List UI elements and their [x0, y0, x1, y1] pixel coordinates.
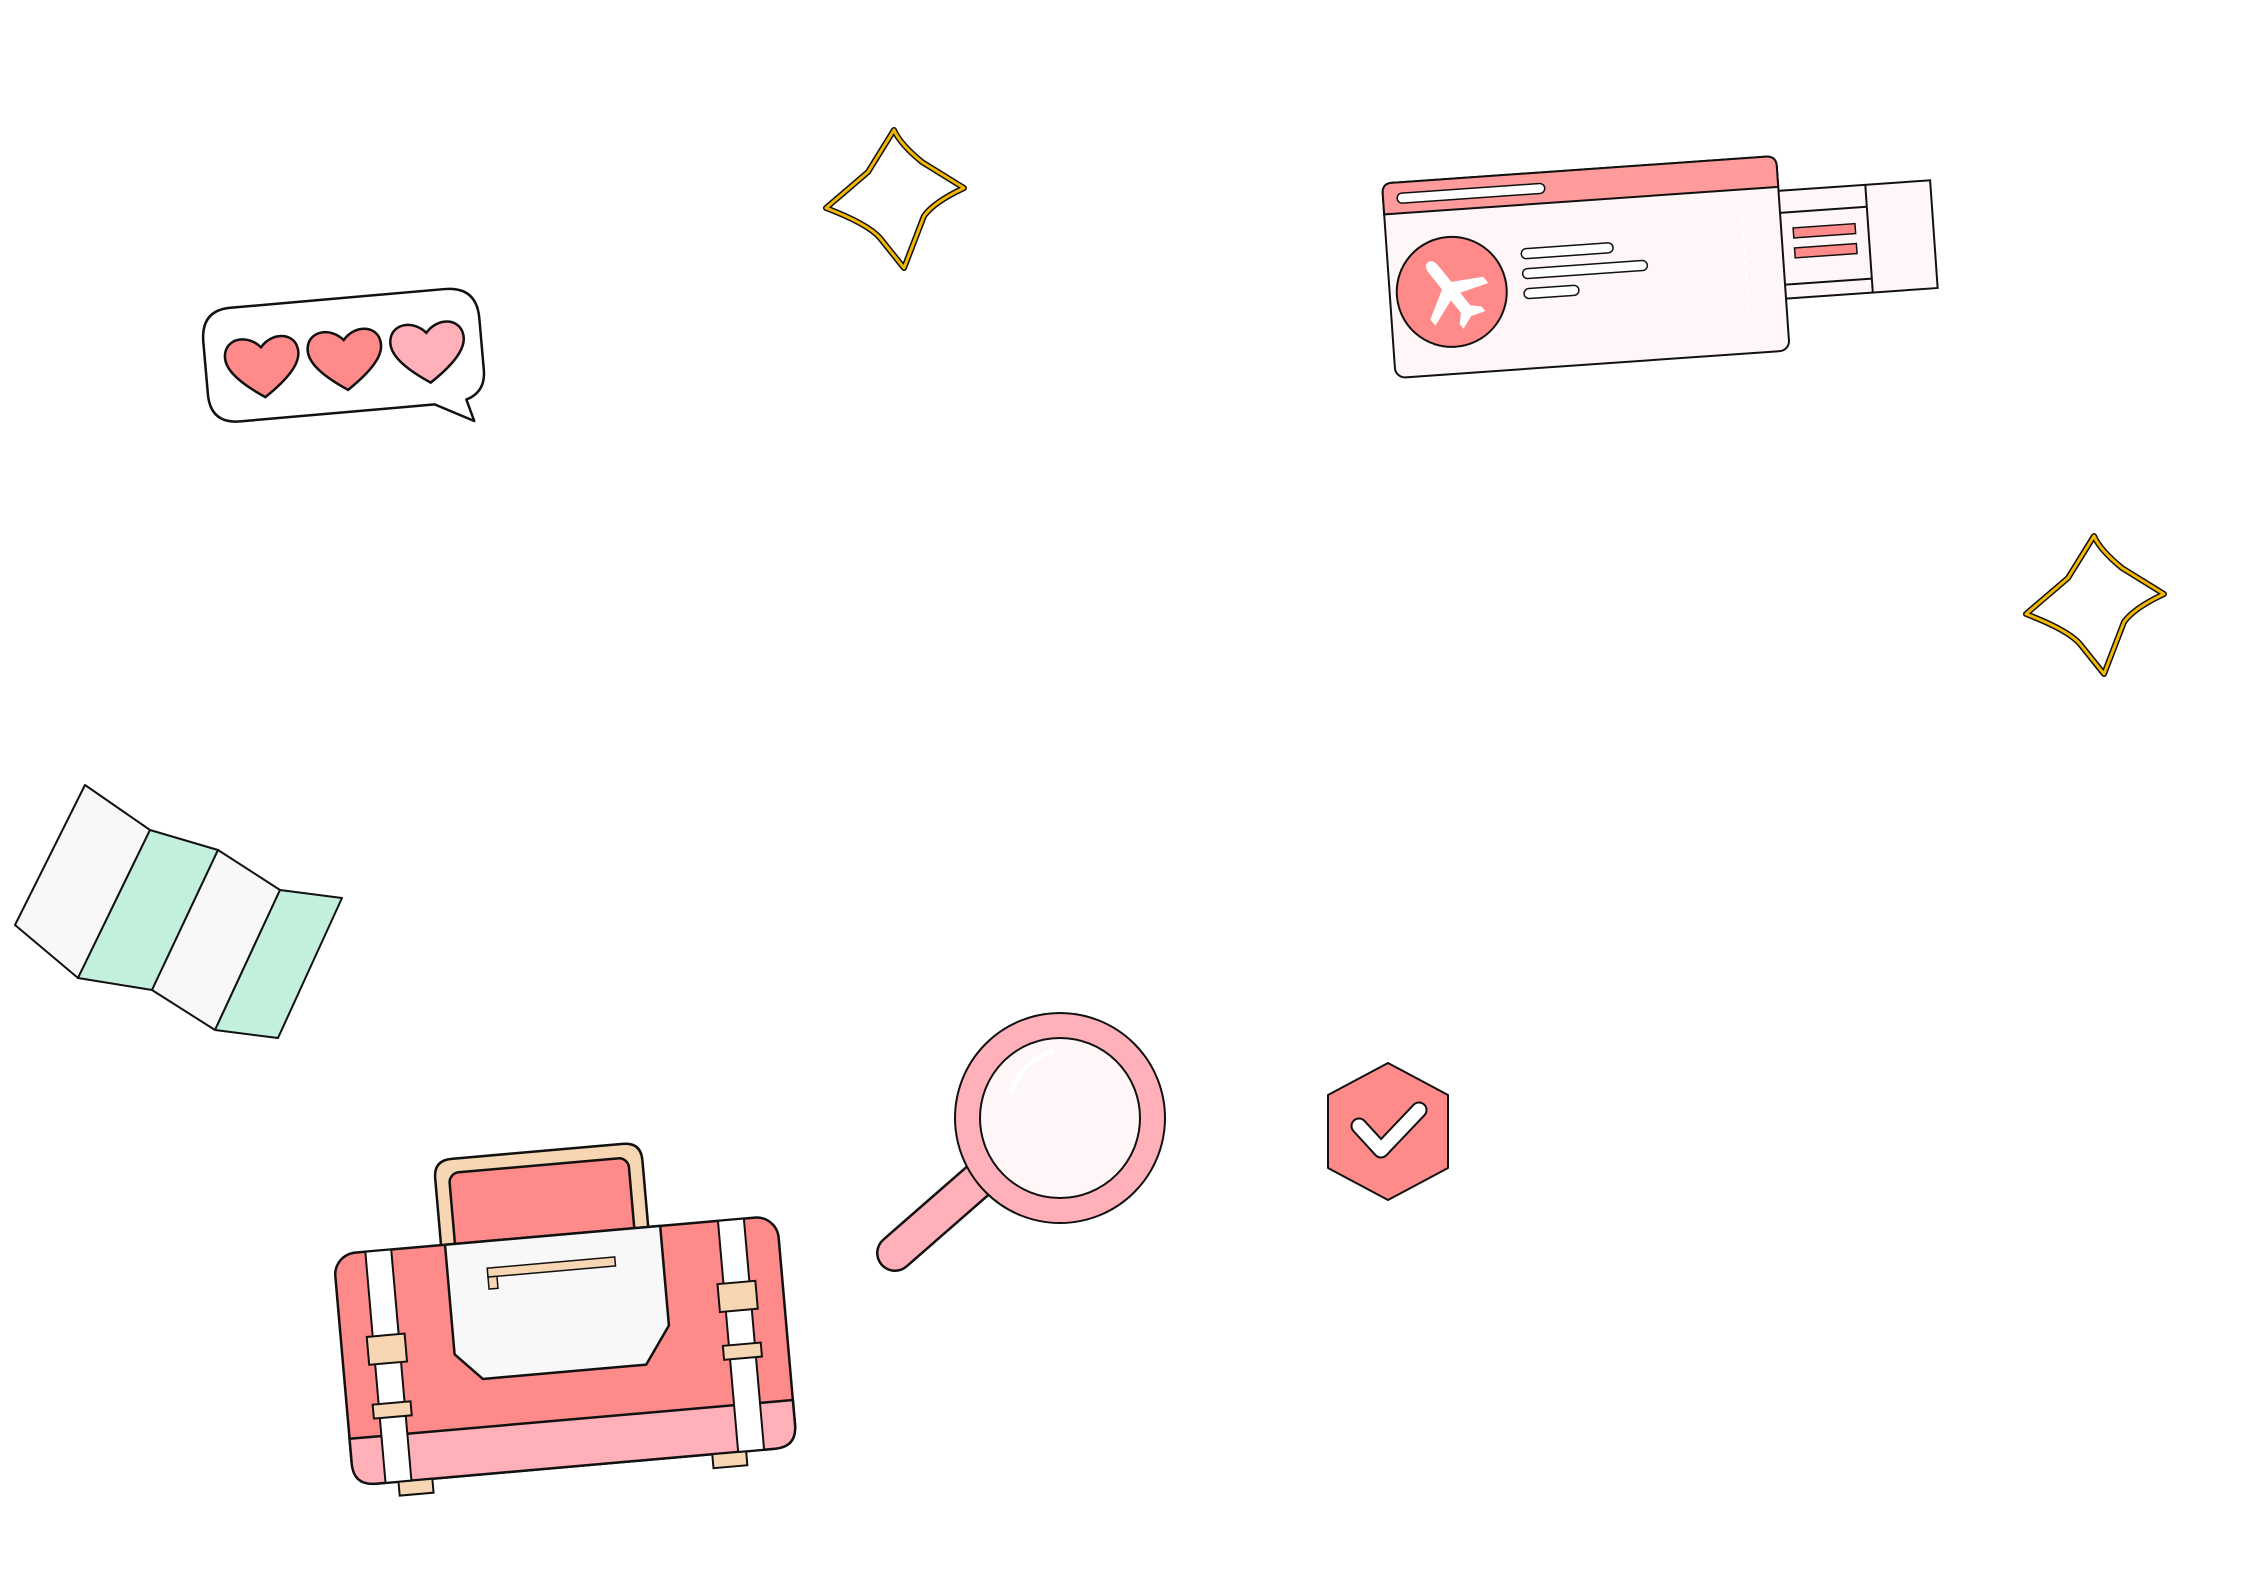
- checkmark-icon: [1350, 1101, 1428, 1159]
- hearts-speech-bubble-icon: [201, 287, 486, 423]
- travel-suitcase-icon: [334, 1142, 797, 1497]
- heart-icon: [223, 334, 300, 399]
- boarding-pass-ticket-icon: [1381, 155, 1939, 379]
- magnifying-glass-icon: [876, 1012, 1166, 1272]
- sparkle-star-icon: [823, 127, 967, 271]
- heart-icon: [306, 327, 383, 392]
- folded-map-icon: [14, 784, 343, 1039]
- sparkle-star-icon: [2023, 533, 2167, 677]
- airplane-icon: [1425, 261, 1489, 329]
- hexagon-checkmark-badge-icon: [1327, 1062, 1449, 1201]
- heart-icon: [389, 320, 465, 385]
